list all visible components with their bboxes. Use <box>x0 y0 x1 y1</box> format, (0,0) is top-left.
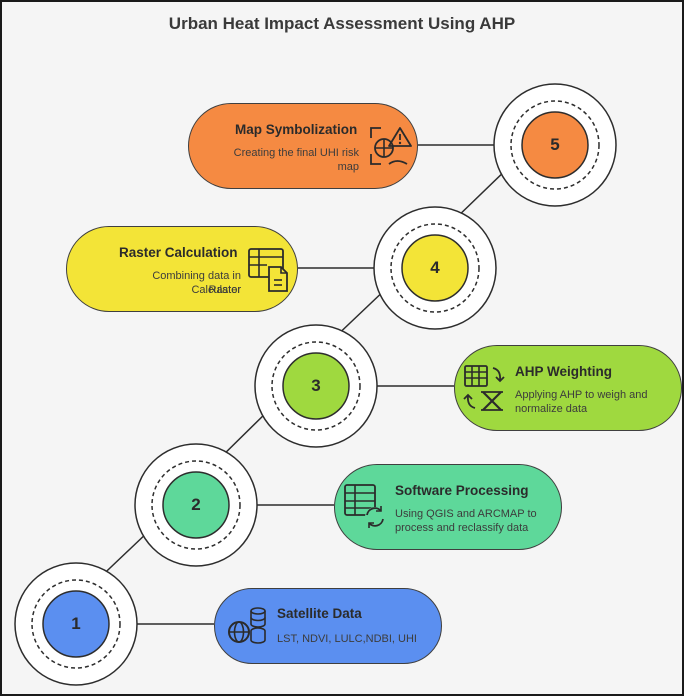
step-title-3: AHP Weighting <box>515 364 612 379</box>
step-desc-5-line-2: map <box>337 161 359 173</box>
step-ring-3 <box>254 324 378 448</box>
step-desc-1: LST, NDVI, LULC,NDBI, UHI <box>277 633 417 645</box>
step-desc-2-line-2: process and reclassify data <box>395 522 529 534</box>
step-number-2: 2 <box>191 495 201 514</box>
step-desc-4-line-1: Combining data in Raster <box>152 270 241 296</box>
step-number-4: 4 <box>430 258 440 277</box>
globe-database-icon <box>228 607 266 644</box>
step-desc-5-line-1: Creating the final UHI risk <box>233 147 359 159</box>
step-desc-2-line-1: Using QGIS and ARCMAP to <box>395 508 537 520</box>
step-number-5: 5 <box>550 135 560 154</box>
step-card-software-processing: Software Processing Using QGIS and ARCMA… <box>334 464 562 550</box>
step-title-4: Raster Calculation <box>119 245 238 260</box>
step-title-1: Satellite Data <box>277 606 362 621</box>
step-ring-4 <box>373 206 497 330</box>
step-card-satellite-data: Satellite Data LST, NDVI, LULC,NDBI, UHI <box>214 588 442 664</box>
step-card-map-symbolization: Map Symbolization Creating the final UHI… <box>188 103 418 189</box>
step-desc-3-line-2: normalize data <box>515 403 588 415</box>
step-number-3: 3 <box>311 376 321 395</box>
table-refresh-icon <box>344 484 385 528</box>
table-arrows-icon <box>463 365 505 411</box>
step-title-5: Map Symbolization <box>235 122 358 137</box>
step-number-1: 1 <box>71 614 81 633</box>
step-card-ahp-weighting: AHP Weighting Applying AHP to weigh and … <box>454 345 682 431</box>
step-card-raster-calculation: Raster Calculation Combining data in Ras… <box>66 226 298 312</box>
step-ring-2 <box>134 443 258 567</box>
step-ring-1 <box>14 562 138 686</box>
map-warning-icon <box>370 127 412 165</box>
step-desc-3-line-1: Applying AHP to weigh and <box>515 389 648 401</box>
table-document-icon <box>248 248 288 292</box>
step-title-2: Software Processing <box>395 483 529 498</box>
step-desc-4-line-2: Calculator <box>191 284 241 296</box>
step-ring-5 <box>493 83 617 207</box>
diagram-title: Urban Heat Impact Assessment Using AHP <box>168 14 516 33</box>
